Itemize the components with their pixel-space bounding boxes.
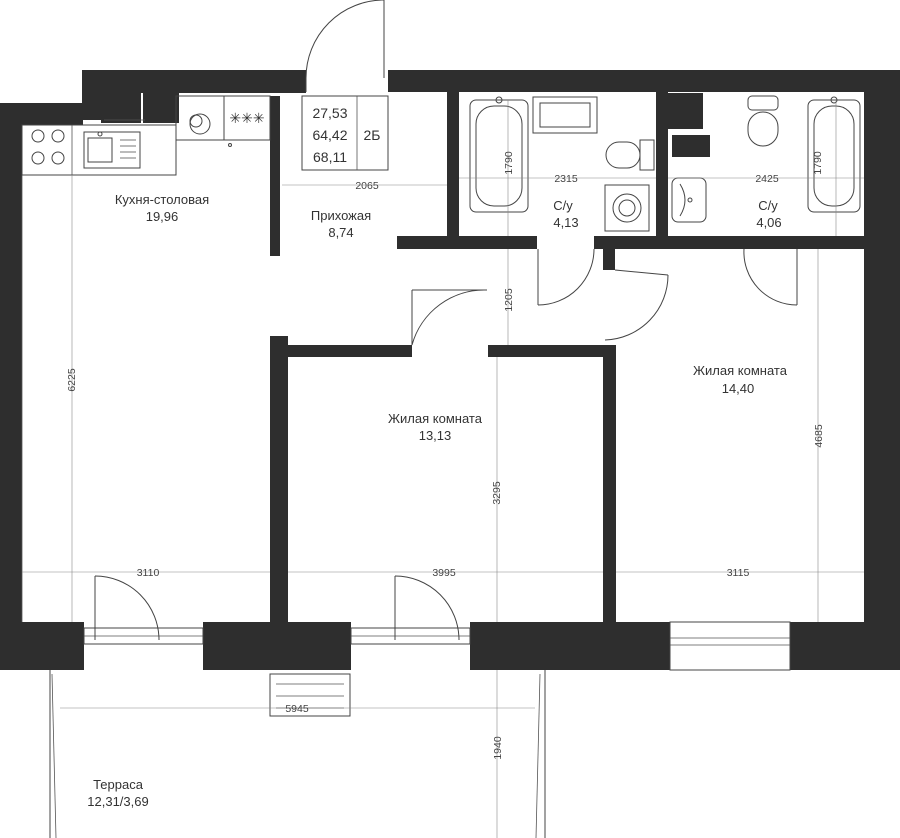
summary-living-area: 27,53 <box>312 105 347 121</box>
dim-corridor: 1205 <box>503 288 515 312</box>
living1-area: 13,13 <box>419 428 452 443</box>
dimension-lines <box>22 100 864 838</box>
dim-bath1-length: 1790 <box>503 151 515 175</box>
dim-living2-width: 3115 <box>727 567 750 579</box>
dim-bath2-length: 1790 <box>812 151 824 175</box>
walls <box>0 70 900 670</box>
wc2-name: С/у <box>758 198 778 213</box>
bathroom1-fixtures <box>469 96 655 232</box>
summary-total-area: 64,42 <box>312 127 347 143</box>
living2-name: Жилая комната <box>693 363 788 378</box>
dim-terrace-depth: 1940 <box>492 736 504 760</box>
svg-text:✳✳✳: ✳✳✳ <box>229 110 264 126</box>
living2-area: 14,40 <box>722 381 755 396</box>
kitchen-fixtures: ✳✳✳ <box>21 95 271 176</box>
summary-full-area: 68,11 <box>313 149 347 165</box>
dim-kitchen-length: 6225 <box>66 368 78 392</box>
inner-wall-lines <box>21 119 145 622</box>
dim-living1-width: 3995 <box>432 567 456 579</box>
hall-name: Прихожая <box>311 208 371 223</box>
kitchen-area: 19,96 <box>146 209 179 224</box>
kitchen-name: Кухня-столовая <box>115 192 209 207</box>
summary-box: 27,53 64,42 68,11 2Б <box>301 95 389 171</box>
room-labels: Кухня-столовая 19,96 Прихожая 8,74 С/у 4… <box>87 192 787 809</box>
dim-wc1-width: 2315 <box>554 173 578 185</box>
doors <box>94 0 798 641</box>
dim-living1-length: 3295 <box>491 481 503 505</box>
dim-terrace-width: 5945 <box>285 703 309 715</box>
dim-wc2-width: 2425 <box>755 173 779 185</box>
dim-kitchen-width: 3110 <box>137 567 160 579</box>
wc2-area: 4,06 <box>756 215 781 230</box>
windows <box>83 621 791 671</box>
dim-living2-length: 4685 <box>813 424 825 448</box>
summary-type: 2Б <box>364 127 381 143</box>
terrace <box>49 670 546 838</box>
living1-name: Жилая комната <box>388 411 483 426</box>
bathroom2-fixtures <box>671 95 861 223</box>
hall-area: 8,74 <box>328 225 353 240</box>
dim-hall-width: 2065 <box>355 180 379 192</box>
terrace-area: 12,31/3,69 <box>87 794 148 809</box>
terrace-name: Терраса <box>93 777 144 792</box>
dimension-labels: 2065 2315 2425 1790 1790 1205 6225 3295 … <box>66 151 825 760</box>
wc1-area: 4,13 <box>553 215 578 230</box>
wc1-name: С/у <box>553 198 573 213</box>
